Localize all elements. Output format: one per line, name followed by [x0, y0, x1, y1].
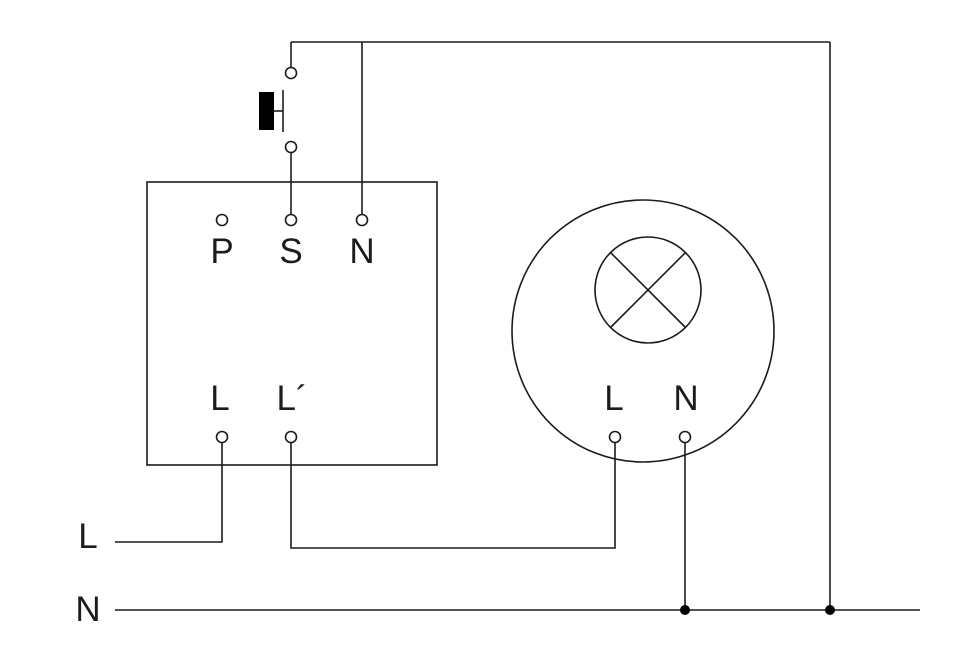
wire-live-supply-to-device	[115, 443, 223, 543]
device-outline	[146, 181, 438, 466]
terminal-n	[355, 213, 369, 227]
pushbutton-actuator	[259, 92, 274, 130]
terminal-l-label: L	[210, 379, 229, 418]
terminal-l	[215, 430, 229, 444]
terminal-lprime-label: L´	[276, 379, 307, 418]
supply-live-label: L	[78, 517, 97, 556]
pushbutton-icon	[259, 66, 298, 154]
lamp-symbol-circle	[594, 236, 702, 344]
supply-neutral-label: N	[75, 590, 100, 629]
pushbutton-terminal-top	[284, 66, 298, 80]
junction-dot-right-rail-neutral	[825, 605, 835, 615]
terminal-s	[284, 213, 298, 227]
terminal-p	[215, 213, 229, 227]
terminal-lprime	[284, 430, 298, 444]
lamp-terminal-n-label: N	[673, 379, 698, 418]
pushbutton-terminal-bottom	[284, 140, 298, 154]
lamp-symbol-cross-2	[609, 251, 687, 329]
terminal-n-label: N	[349, 232, 374, 271]
terminal-p-label: P	[210, 232, 233, 271]
junction-dot-lamp-neutral	[680, 605, 690, 615]
lamp-outline	[511, 199, 775, 463]
wire-switched-live-to-lamp	[290, 443, 616, 549]
lamp-terminal-n	[678, 430, 692, 444]
lamp-terminal-l	[608, 430, 622, 444]
lamp-symbol-icon	[594, 236, 702, 344]
terminal-s-label: S	[279, 232, 302, 271]
lamp-terminal-l-label: L	[604, 379, 623, 418]
